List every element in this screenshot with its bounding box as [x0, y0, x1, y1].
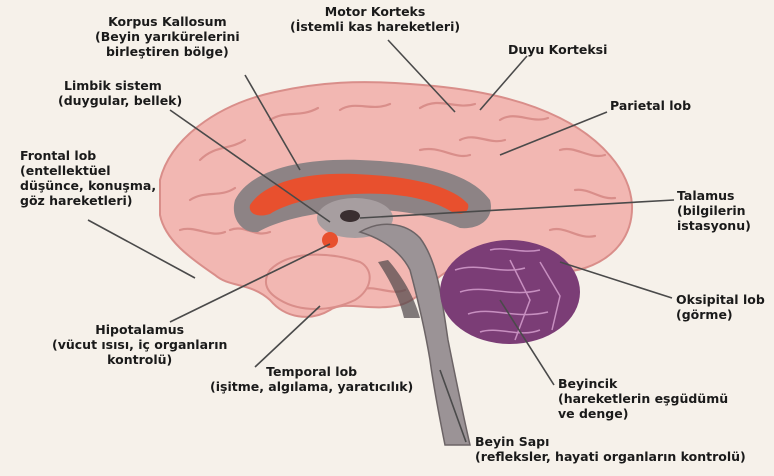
label-hipotalamus: Hipotalamus (vücut ısısı, iç organların … [52, 322, 227, 367]
beyin-sapi-title: Beyin Sapı [475, 434, 746, 449]
korpus-kallosum-desc-1: (Beyin yarıkürelerini [95, 29, 240, 44]
talamus-title: Talamus [677, 188, 751, 203]
hipotalamus-desc-1: (vücut ısısı, iç organların [52, 337, 227, 352]
talamus-desc-1: (bilgilerin [677, 203, 751, 218]
label-beyin-sapi: Beyin Sapı (refleksler, hayati organları… [475, 434, 746, 464]
label-beyincik: Beyincik (hareketlerin eşgüdümü ve denge… [558, 376, 728, 421]
temporal-lobe [266, 255, 370, 309]
beyin-sapi-desc: (refleksler, hayati organların kontrolü) [475, 449, 746, 464]
label-duyu-korteksi: Duyu Korteksi [508, 42, 607, 57]
duyu-korteksi-title: Duyu Korteksi [508, 42, 607, 57]
motor-korteks-title: Motor Korteks [290, 4, 460, 19]
beyincik-desc-1: (hareketlerin eşgüdümü [558, 391, 728, 406]
talamus-desc-2: istasyonu) [677, 218, 751, 233]
hipotalamus-desc-2: kontrolü) [52, 352, 227, 367]
temporal-lob-title: Temporal lob [210, 364, 413, 379]
thalamus-core [340, 210, 360, 222]
frontal-lob-desc-3: göz hareketleri) [20, 193, 156, 208]
hypothalamus [322, 232, 338, 248]
frontal-lob-desc-1: (entellektüel [20, 163, 156, 178]
temporal-lob-desc: (işitme, algılama, yaratıcılık) [210, 379, 413, 394]
label-frontal-lob: Frontal lob (entellektüel düşünce, konuş… [20, 148, 156, 208]
motor-korteks-desc: (İstemli kas hareketleri) [290, 19, 460, 34]
korpus-kallosum-title: Korpus Kallosum [95, 14, 240, 29]
frontal-lob-title: Frontal lob [20, 148, 156, 163]
label-korpus-kallosum: Korpus Kallosum (Beyin yarıkürelerini bi… [95, 14, 240, 59]
oksipital-lob-title: Oksipital lob [676, 292, 765, 307]
label-temporal-lob: Temporal lob (işitme, algılama, yaratıcı… [210, 364, 413, 394]
label-oksipital-lob: Oksipital lob (görme) [676, 292, 765, 322]
label-talamus: Talamus (bilgilerin istasyonu) [677, 188, 751, 233]
label-limbik-sistem: Limbik sistem (duygular, bellek) [58, 78, 182, 108]
limbik-sistem-title: Limbik sistem [58, 78, 182, 93]
oksipital-lob-desc: (görme) [676, 307, 765, 322]
parietal-lob-title: Parietal lob [610, 98, 691, 113]
korpus-kallosum-desc-2: birleştiren bölge) [95, 44, 240, 59]
beyincik-title: Beyincik [558, 376, 728, 391]
beyincik-desc-2: ve denge) [558, 406, 728, 421]
hipotalamus-title: Hipotalamus [52, 322, 227, 337]
label-motor-korteks: Motor Korteks (İstemli kas hareketleri) [290, 4, 460, 34]
frontal-lob-desc-2: düşünce, konuşma, [20, 178, 156, 193]
label-parietal-lob: Parietal lob [610, 98, 691, 113]
limbik-sistem-desc: (duygular, bellek) [58, 93, 182, 108]
